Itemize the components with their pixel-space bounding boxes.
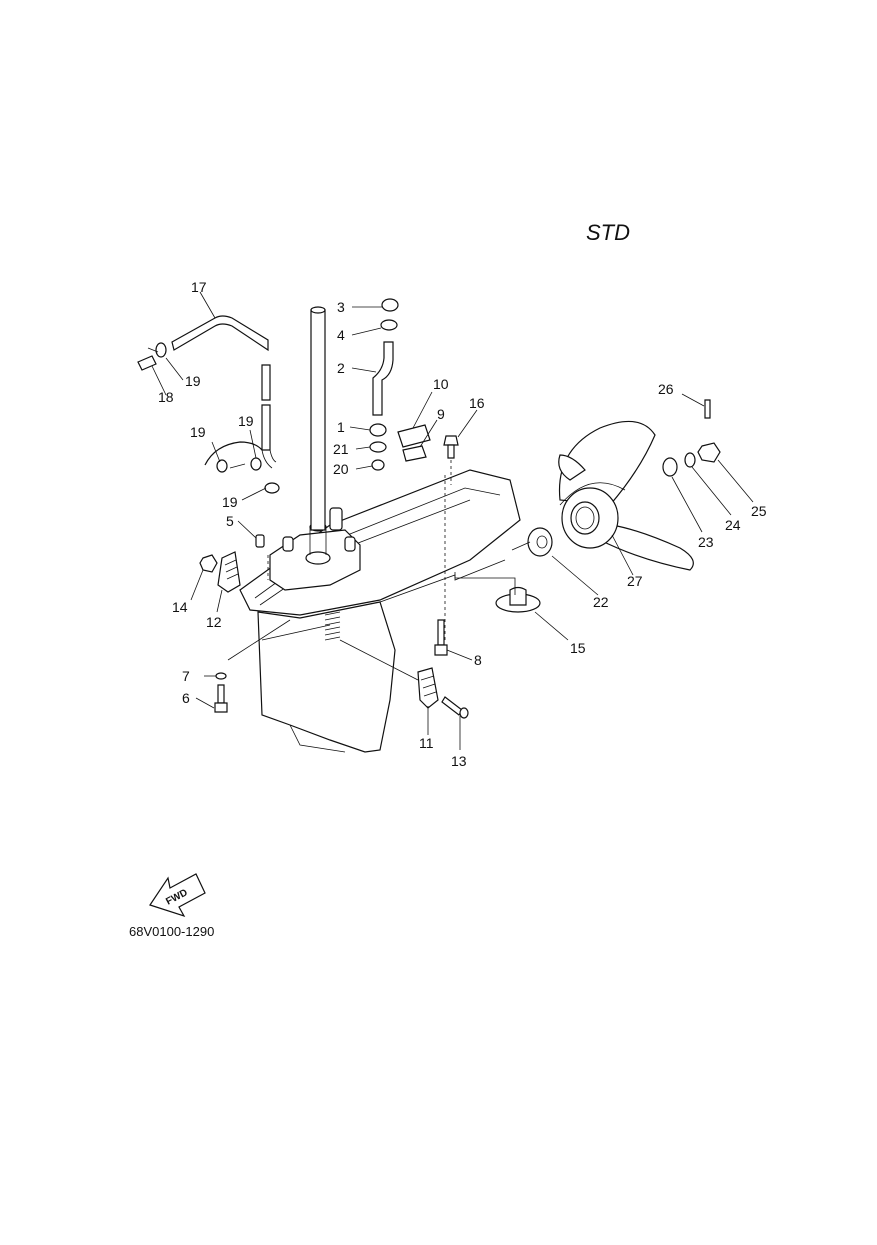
callout-4: 4 [337,327,345,343]
callout-19: 19 [222,494,238,510]
callout-9: 9 [437,406,445,422]
callout-8: 8 [474,652,482,668]
dowel-pin-5 [255,534,269,580]
washer-7 [215,672,227,680]
callout-27: 27 [627,573,643,589]
callout-19: 19 [190,424,206,440]
nut-14 [199,554,218,573]
propeller-27 [558,420,694,571]
callout-23: 23 [698,534,714,550]
callout-11: 11 [419,735,434,751]
callout-16: 16 [469,395,485,411]
callout-12: 12 [206,614,222,630]
callout-10: 10 [433,376,449,392]
callout-25: 25 [751,503,767,519]
water-tube-parts [369,298,399,471]
callout-leaders [151,291,754,750]
callout-1: 1 [337,419,345,435]
callout-22: 22 [593,594,609,610]
callout-18: 18 [158,389,174,405]
bolt-16 [443,435,459,640]
callout-7: 7 [182,668,190,684]
callout-21: 21 [333,441,349,457]
hose-clip-upper [147,342,167,358]
callout-15: 15 [570,640,586,656]
callout-24: 24 [725,517,741,533]
clip-11 [417,667,439,709]
callout-3: 3 [337,299,345,315]
leader-line [454,572,516,595]
callout-26: 26 [658,381,674,397]
washer-24 [684,452,696,468]
fwd-arrow-icon: FWD [149,873,206,918]
leader-line [511,541,531,551]
hose-joint-18 [137,355,157,371]
thrust-washer-22 [527,527,553,557]
cotter-pin-26 [704,399,711,419]
callout-6: 6 [182,690,190,706]
leader-line [339,639,419,681]
callout-2: 2 [337,360,345,376]
callout-19: 19 [238,413,254,429]
anode-15 [495,586,541,613]
water-hose [171,315,277,469]
callout-20: 20 [333,461,349,477]
bolt-13 [441,696,469,719]
callout-5: 5 [226,513,234,529]
callout-13: 13 [451,753,467,769]
lower-casing [239,306,521,753]
callout-17: 17 [191,279,207,295]
bolt-8 [434,619,448,656]
leader-line [227,619,291,661]
spacer-23 [662,457,678,477]
diagram-code: 68V0100-1290 [129,924,214,939]
anode-parts [397,424,431,462]
bolt-6 [214,684,228,713]
prop-nut-25 [697,442,721,463]
variant-label: STD [586,220,630,245]
callout-14: 14 [172,599,188,615]
callout-19: 19 [185,373,201,389]
callout-labels: 3 4 2 1 21 20 10 9 16 17 19 18 19 19 19 … [158,279,767,769]
clip-12 [217,551,241,593]
